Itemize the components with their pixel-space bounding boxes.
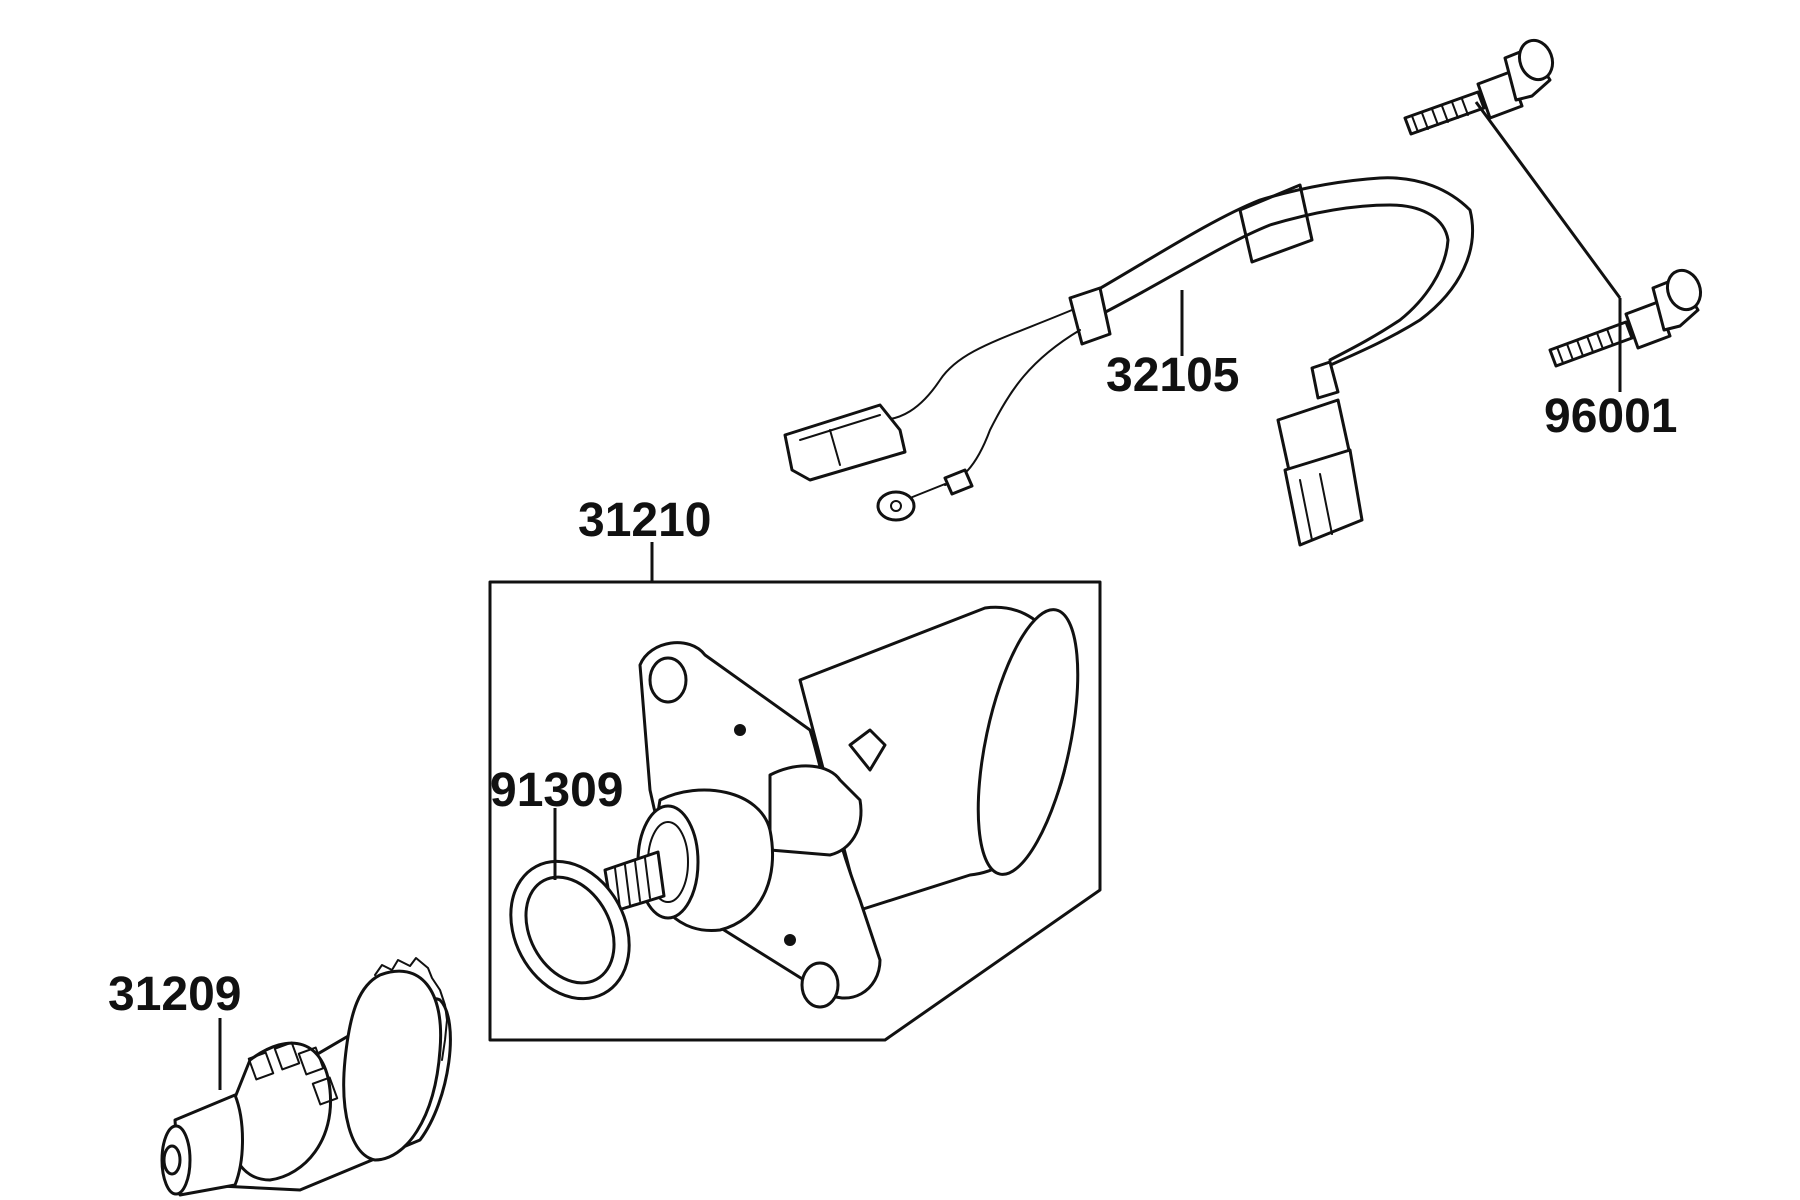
starter-motor xyxy=(488,580,1102,1042)
label-96001: 96001 xyxy=(1544,390,1677,443)
bolt-upper xyxy=(1403,38,1555,136)
starter-pinion-gear xyxy=(160,957,452,1197)
label-32105: 32105 xyxy=(1106,349,1239,402)
wiring-harness xyxy=(783,176,1475,547)
label-31210: 31210 xyxy=(578,494,711,547)
leader-lines xyxy=(218,101,1622,1090)
label-31209: 31209 xyxy=(108,968,241,1021)
bolt-lower xyxy=(1548,268,1703,368)
o-ring xyxy=(509,859,631,1001)
label-91309: 91309 xyxy=(490,764,623,817)
